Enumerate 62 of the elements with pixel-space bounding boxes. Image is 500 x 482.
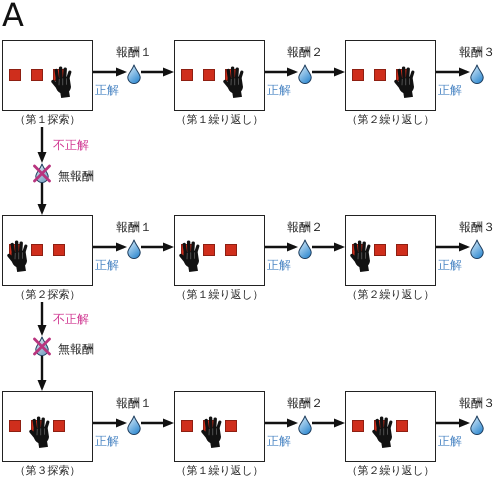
water-drop-icon	[470, 239, 484, 259]
reward-label: 報酬３	[459, 396, 495, 410]
arrow	[312, 242, 345, 252]
arrow	[38, 183, 46, 215]
reward-label: 報酬３	[459, 45, 495, 59]
arrow	[141, 68, 174, 76]
reward-label: 報酬２	[287, 45, 323, 59]
arrow	[141, 418, 174, 428]
arrow	[265, 68, 298, 76]
arrow	[265, 242, 298, 252]
water-drop-icon	[298, 415, 312, 435]
edge-label: 正解	[438, 83, 462, 97]
edge-label: 正解	[95, 258, 119, 272]
arrow	[312, 418, 345, 428]
water-drop-icon	[127, 64, 141, 84]
edge-label: 正解	[267, 83, 291, 97]
arrow	[141, 242, 174, 252]
crossed-out-drop-icon	[33, 163, 51, 183]
reward-label: 報酬１	[116, 45, 152, 59]
reward-label: 報酬２	[287, 220, 323, 234]
edge-label: 正解	[95, 83, 119, 97]
water-drop-icon	[298, 64, 312, 84]
arrow	[93, 68, 127, 76]
arrow	[265, 418, 298, 428]
panel-caption: （第２探索）	[14, 288, 82, 302]
panel-letter: A	[2, 0, 24, 34]
edge-label: 正解	[438, 258, 462, 272]
arrow	[436, 418, 470, 428]
water-drop-icon	[127, 415, 141, 435]
crossed-out-drop-icon	[33, 336, 51, 356]
arrow	[312, 68, 345, 76]
edge-label: 不正解	[53, 312, 89, 326]
water-drop-icon	[127, 239, 141, 259]
edge-label: 正解	[438, 434, 462, 448]
reward-label: 報酬１	[116, 396, 152, 410]
water-drop-icon	[470, 64, 484, 84]
panel-caption: （第２繰り返し）	[346, 288, 436, 302]
arrow	[93, 418, 127, 428]
panel-caption: （第１繰り返し）	[174, 113, 264, 127]
arrow	[38, 302, 46, 336]
no-reward-label: 無報酬	[58, 342, 94, 356]
water-drop-icon	[470, 415, 484, 435]
arrow	[38, 356, 46, 391]
edge-label: 不正解	[53, 138, 89, 152]
panel-caption: （第３探索）	[14, 464, 82, 478]
panel-caption: （第１探索）	[14, 113, 82, 127]
no-reward-label: 無報酬	[58, 169, 94, 183]
edge-label: 正解	[267, 258, 291, 272]
edge-label: 正解	[95, 434, 119, 448]
reward-label: 報酬３	[459, 220, 495, 234]
water-drop-icon	[298, 239, 312, 259]
arrow	[38, 127, 46, 163]
arrow	[93, 242, 127, 252]
reward-label: 報酬１	[116, 220, 152, 234]
arrow	[436, 68, 470, 76]
edge-label: 正解	[267, 434, 291, 448]
panel-caption: （第２繰り返し）	[346, 464, 436, 478]
panel-caption: （第１繰り返し）	[174, 288, 264, 302]
panel-caption: （第１繰り返し）	[174, 464, 264, 478]
reward-label: 報酬２	[287, 396, 323, 410]
panel-caption: （第２繰り返し）	[346, 113, 436, 127]
arrow	[436, 242, 470, 252]
